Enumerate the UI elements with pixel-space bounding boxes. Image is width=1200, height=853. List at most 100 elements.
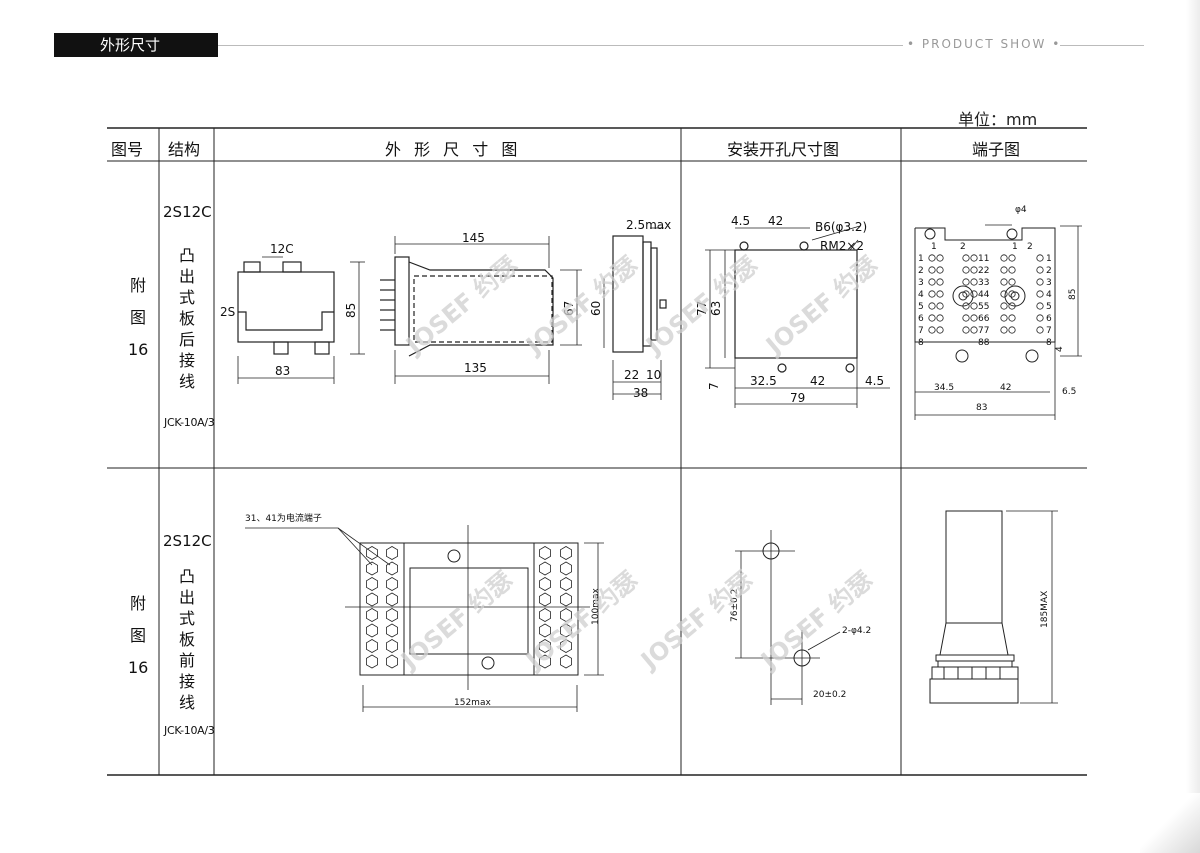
- terminal-hex: [560, 546, 572, 560]
- row2-structure-char: 板: [178, 630, 195, 649]
- terminal-hole: [962, 254, 970, 262]
- row2-structure-char: 出: [178, 588, 195, 607]
- r2-cut-hole: 2-φ4.2: [842, 626, 871, 636]
- terminal-hex: [539, 546, 551, 560]
- terminal-number-right: 8: [1046, 338, 1052, 348]
- terminal-hex: [539, 592, 551, 607]
- r1-term-hole: φ4: [1015, 205, 1027, 215]
- row1-structure-char: 出: [178, 267, 195, 286]
- row2-structure-char: 式: [178, 609, 195, 628]
- terminal-hole: [928, 266, 936, 274]
- terminal-hole: [970, 266, 978, 274]
- terminal-hole: [962, 290, 970, 298]
- r1-thin-top: 2.5max: [626, 218, 671, 232]
- terminal-number-top: 2: [1027, 242, 1033, 252]
- terminal-number-right: 2: [1046, 266, 1052, 276]
- terminal-number-mid: 77: [978, 326, 989, 336]
- r1-side-h1: 67: [562, 301, 576, 316]
- terminal-hole: [1008, 314, 1016, 322]
- terminal-number-right: 7: [1046, 326, 1052, 336]
- watermark-8: JOSEF 约瑟: [754, 566, 878, 676]
- watermark-3: JOSEF 约瑟: [639, 251, 763, 361]
- terminal-hex: [385, 546, 399, 560]
- terminal-hole: [1000, 326, 1008, 334]
- row1-structure-char: 线: [178, 372, 195, 391]
- terminal-hex: [539, 639, 551, 653]
- terminal-number-top: 2: [960, 242, 966, 252]
- terminal-hex: [385, 577, 399, 591]
- r1-term-w3: 6.5: [1062, 387, 1076, 397]
- terminal-hole: [1036, 266, 1044, 274]
- watermark-2: JOSEF 约瑟: [519, 251, 643, 361]
- terminal-hole: [1008, 278, 1016, 286]
- terminal-hole: [1008, 290, 1016, 298]
- r1-cut-d2: 42: [768, 214, 783, 228]
- row1-structure-char: 凸: [178, 246, 195, 265]
- terminal-hex: [539, 608, 551, 622]
- r1-cut-total: 79: [790, 391, 805, 405]
- row1-figure-char: 附: [129, 276, 146, 295]
- header-outline-dims: 外 形 尺 寸 图: [385, 140, 522, 159]
- r1-cut-hole: B6(φ3.2): [815, 220, 867, 234]
- r2-term-height: 185MAX: [1040, 591, 1050, 628]
- terminal-hole: [970, 290, 978, 298]
- row2-structure-char: 线: [178, 693, 195, 712]
- row2-figure-char: 图: [129, 626, 146, 645]
- r2-cut-height: 76±0.2: [730, 589, 740, 622]
- terminal-hole: [1036, 302, 1044, 310]
- watermark-6: JOSEF 约瑟: [519, 566, 643, 676]
- r1-cut-b4: 4.5: [865, 374, 884, 388]
- terminal-number-mid: 33: [978, 278, 989, 288]
- terminal-hole: [962, 266, 970, 274]
- watermark-4: JOSEF 约瑟: [759, 251, 883, 361]
- watermark-5: JOSEF 约瑟: [394, 566, 518, 676]
- terminal-hole: [928, 302, 936, 310]
- header-terminal-diagram: 端子图: [972, 140, 1021, 159]
- terminal-number-mid: 55: [978, 302, 989, 312]
- r1-terminal-diagram: [914, 224, 1082, 420]
- terminal-number-right: 1: [1046, 254, 1052, 264]
- r2-terminal-hexes: [365, 546, 572, 669]
- terminal-hole: [962, 302, 970, 310]
- row1-structure-char: 后: [178, 330, 195, 349]
- row1-code: JCK-10A/3: [164, 416, 215, 429]
- terminal-hole: [928, 278, 936, 286]
- terminal-hole: [1000, 290, 1008, 298]
- terminal-number-left: 3: [918, 278, 924, 288]
- terminal-hole: [1000, 302, 1008, 310]
- terminal-hole: [1000, 266, 1008, 274]
- terminal-hole: [928, 290, 936, 298]
- terminal-hole: [962, 326, 970, 334]
- r1-thin-profile: [612, 227, 667, 400]
- r1-side-base: 135: [464, 361, 487, 375]
- row2-model: 2S12C: [163, 532, 212, 550]
- terminal-number-mid: 88: [978, 338, 990, 348]
- terminal-hole: [928, 254, 936, 262]
- terminal-number-left: 2: [918, 266, 924, 276]
- terminal-number-right: 6: [1046, 314, 1052, 324]
- terminal-hex: [539, 577, 551, 591]
- section-title: 外形尺寸: [100, 36, 161, 54]
- row1-model: 2S12C: [163, 203, 212, 221]
- section-title-tab: 外形尺寸: [54, 33, 218, 57]
- r1-cutout-drawing: [705, 225, 890, 408]
- terminal-number-top: 1: [1012, 242, 1018, 252]
- row1-figure-char: 图: [129, 308, 146, 327]
- row2-figure-label: 附 图 16: [128, 588, 148, 684]
- terminal-number-left: 8: [918, 338, 924, 348]
- terminal-hole: [1000, 254, 1008, 262]
- page-curl: [1140, 793, 1200, 853]
- terminal-hex: [560, 592, 572, 607]
- r1-cut-thread: RM2×2: [820, 239, 864, 253]
- r1-term-small: 4: [1055, 346, 1065, 352]
- product-show-tagline: • PRODUCT SHOW •: [907, 37, 1062, 51]
- r1-cut-d1: 4.5: [731, 214, 750, 228]
- r1-side-h2: 60: [589, 301, 603, 316]
- terminal-number-left: 4: [918, 290, 924, 300]
- terminal-hole: [970, 326, 978, 334]
- terminal-hole: [970, 278, 978, 286]
- terminal-hole: [1008, 254, 1016, 262]
- row2-structure-label: 凸 出 式 板 前 接 线: [177, 566, 197, 713]
- terminal-hole: [936, 254, 944, 262]
